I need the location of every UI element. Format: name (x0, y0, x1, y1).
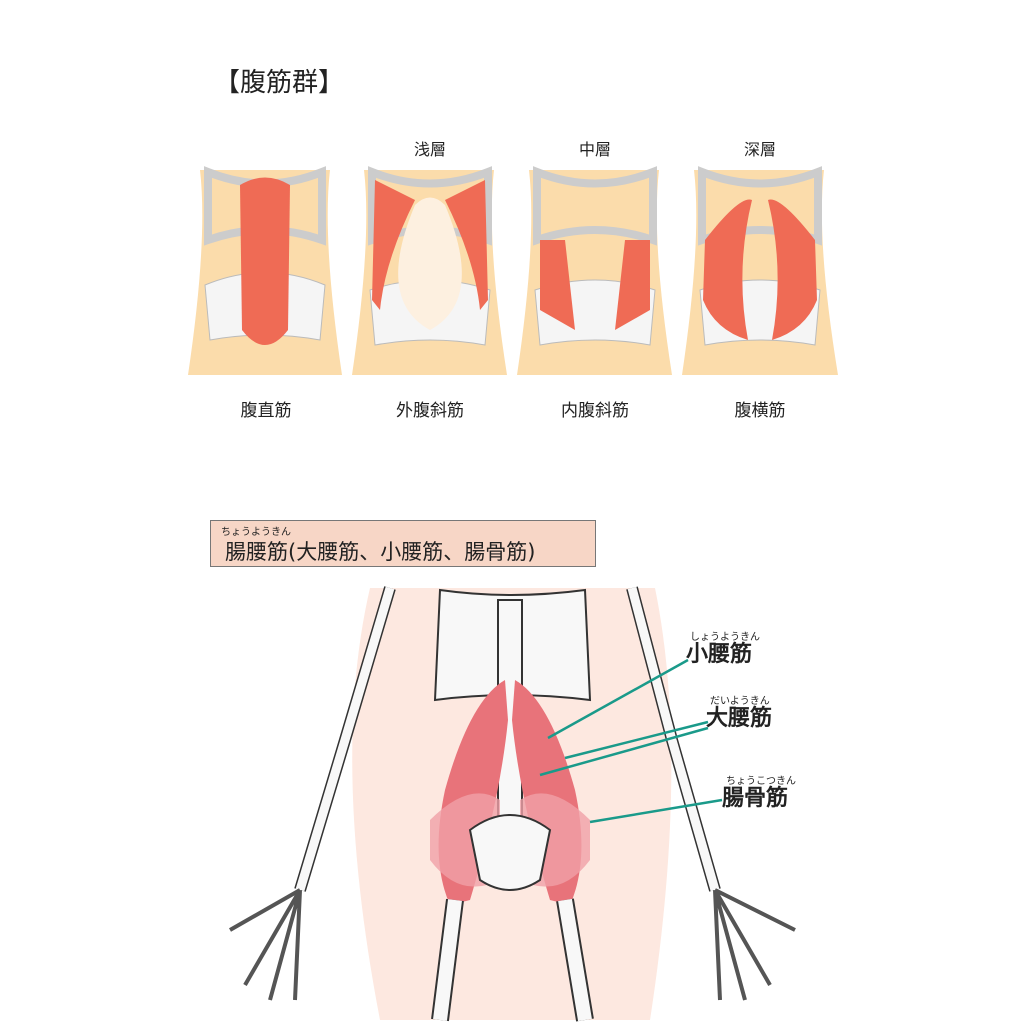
panel-rectus-abdominis (188, 166, 342, 375)
callout-psoas-major: だいようきん 大腰筋 (706, 692, 772, 731)
callout-ruby: ちょうこつきん (726, 776, 796, 787)
layer-label-deep: 深層 (743, 140, 776, 159)
callout-ruby: だいようきん (710, 696, 770, 707)
layer-label-superficial: 浅層 (413, 140, 446, 159)
callout-ruby: しょうようきん (690, 632, 760, 643)
abdominal-title: 【腹筋群】 (214, 68, 345, 98)
iliopsoas-illustration (229, 586, 796, 1022)
iliopsoas-title-box: ちょうようきん 腸腰筋(大腰筋、小腰筋、腸骨筋) (210, 520, 596, 567)
muscle-label-external-oblique: 外腹斜筋 (396, 401, 464, 421)
callout-psoas-minor: しょうようきん 小腰筋 (686, 628, 760, 667)
muscle-label-internal-oblique: 内腹斜筋 (561, 401, 629, 421)
panel-internal-oblique (517, 166, 672, 375)
iliopsoas-ruby: ちょうようきん (221, 527, 291, 538)
iliopsoas-title: 腸腰筋(大腰筋、小腰筋、腸骨筋) (225, 540, 536, 564)
panel-transversus-abdominis (682, 166, 838, 375)
callout-iliacus: ちょうこつきん 腸骨筋 (722, 772, 796, 811)
callout-label: 腸骨筋 (722, 786, 789, 811)
callout-lines (539, 658, 723, 824)
callout-label: 小腰筋 (686, 642, 753, 667)
panel-external-oblique (352, 166, 507, 375)
muscle-label-rectus: 腹直筋 (240, 401, 292, 421)
callout-label: 大腰筋 (706, 706, 773, 731)
muscle-label-transversus: 腹横筋 (734, 401, 786, 421)
layer-label-middle: 中層 (578, 140, 611, 159)
